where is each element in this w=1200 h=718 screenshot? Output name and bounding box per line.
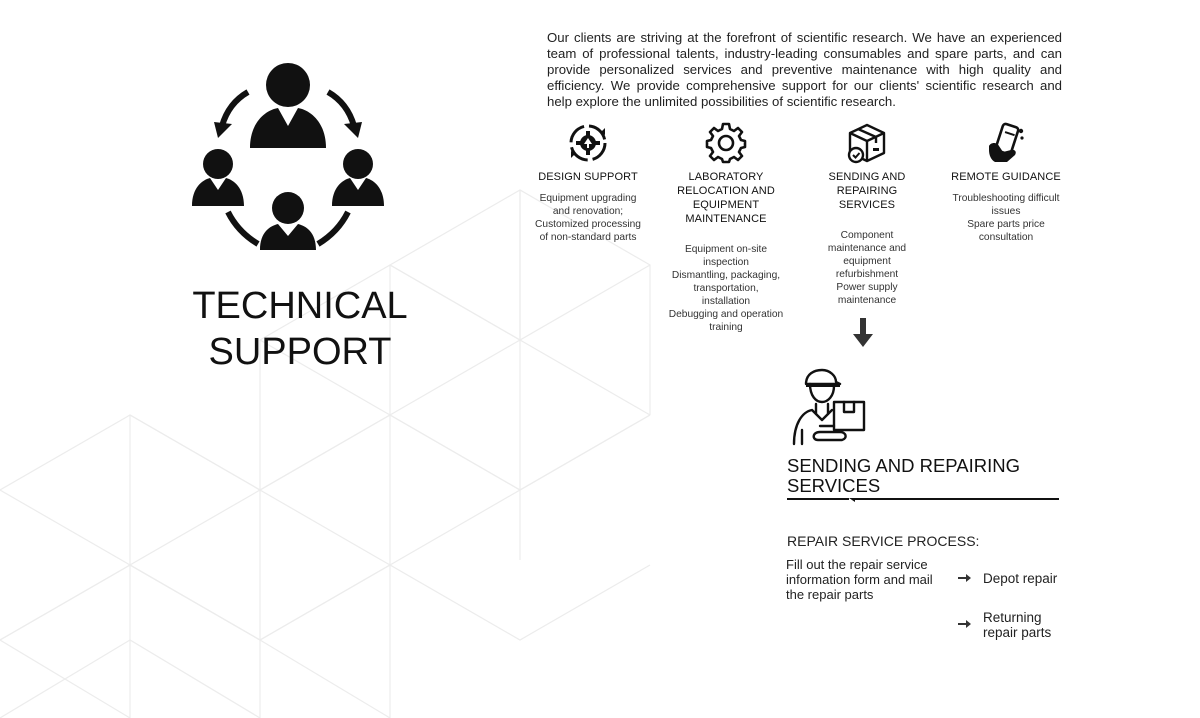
repair-step-returning: Returning repair parts: [983, 610, 1052, 640]
sending-repairing-title: SENDING AND REPAIRING SERVICES: [787, 455, 1021, 496]
cog-icon: [705, 122, 747, 164]
gear-settings-icon: [569, 124, 607, 162]
team-cycle-icon: [192, 63, 384, 250]
service-remote-guidance: REMOTE GUIDANCE Troubleshooting difficul…: [946, 122, 1066, 244]
service-description: Equipment on-site inspection Dismantling…: [668, 243, 784, 334]
repair-step-first: Fill out the repair service information …: [786, 557, 933, 602]
page-title-line-1: TECHNICAL: [192, 285, 408, 327]
service-title: REMOTE GUIDANCE: [951, 171, 1061, 183]
service-title: SENDING AND REPAIRING SERVICES: [828, 171, 906, 211]
phone-hand-icon: [989, 122, 1024, 162]
service-item: Spare parts price consultation: [967, 219, 1045, 243]
service-description: Equipment upgrading and renovation; Cust…: [535, 192, 641, 244]
arrow-right-icon: [958, 620, 971, 628]
service-description: Component maintenance and equipment refu…: [814, 229, 920, 307]
title-underline: [787, 498, 1059, 502]
service-description: Troubleshooting difficult issues Spare p…: [946, 192, 1066, 244]
service-item: Equipment on-site inspection: [684, 244, 768, 268]
service-item: Troubleshooting difficult issues: [952, 193, 1060, 217]
courier-box-icon: [792, 368, 866, 446]
service-item: Equipment upgrading and renovation;: [539, 193, 637, 217]
repair-step-depot: Depot repair: [983, 571, 1058, 586]
page-title: TECHNICAL SUPPORT: [150, 283, 450, 375]
arrow-right-icon: [958, 574, 971, 582]
service-sending-repairing: SENDING AND REPAIRING SERVICES Component…: [814, 122, 920, 307]
package-check-icon: [847, 123, 886, 164]
service-item: Customized processing of non-standard pa…: [535, 219, 641, 243]
service-item: Power supply maintenance: [836, 282, 898, 306]
repair-process-heading: REPAIR SERVICE PROCESS:: [787, 533, 980, 549]
service-laboratory-relocation: LABORATORY RELOCATION AND EQUIPMENT MAIN…: [668, 122, 784, 334]
service-title: DESIGN SUPPORT: [538, 171, 638, 183]
intro-paragraph: Our clients are striving at the forefron…: [547, 30, 1062, 109]
service-title: LABORATORY RELOCATION AND EQUIPMENT MAIN…: [677, 171, 775, 225]
service-item: Debugging and operation training: [668, 309, 784, 333]
page-title-line-2: SUPPORT: [208, 331, 392, 373]
service-item: Component maintenance and equipment refu…: [827, 230, 907, 280]
service-design-support: DESIGN SUPPORT Equipment upgrading and r…: [535, 122, 641, 244]
service-item: Dismantling, packaging, transportation, …: [671, 270, 781, 307]
arrow-down-icon: [853, 318, 873, 347]
